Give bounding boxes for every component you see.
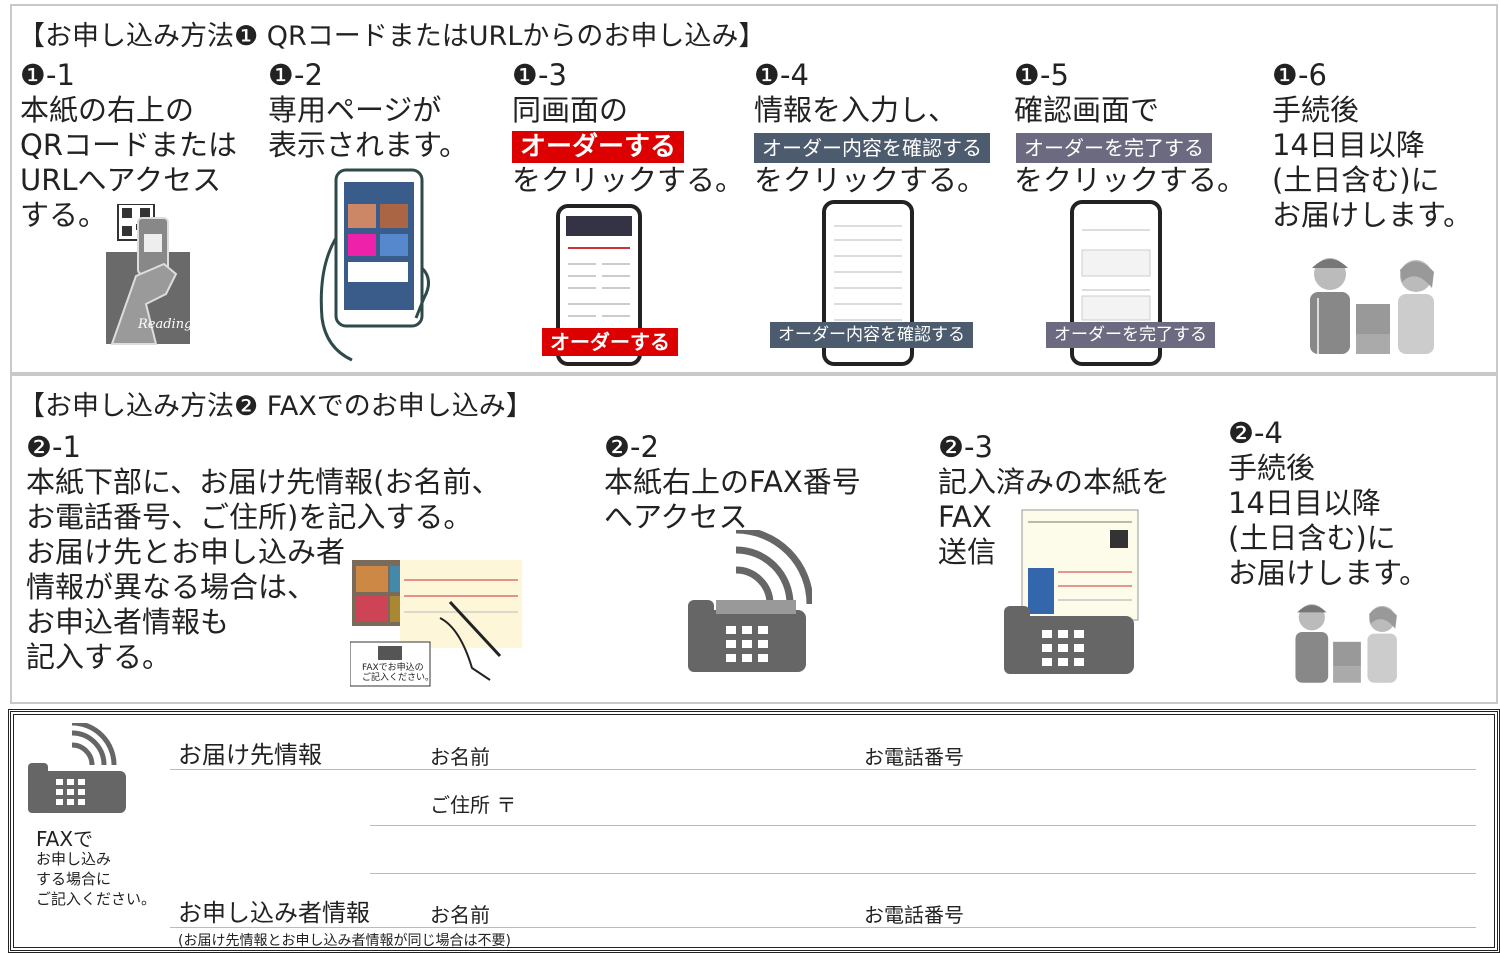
step-1-5: ❶-5 確認画面で オーダーを完了する をクリックする。 [1014, 58, 1247, 197]
address-line-2 [370, 873, 1476, 874]
applicant-phone-label: お電話番号 [864, 903, 964, 927]
applicant-note: (お届け先情報とお申し込み者情報が同じ場合は不要) [178, 933, 511, 949]
fax-thumb-note: FAXでお申込の ご記入ください。 [362, 663, 435, 683]
delivery-address-label: ご住所 〒 [430, 793, 517, 817]
delivery-people-icon [1298, 248, 1448, 358]
fax-machine-icon [676, 530, 812, 674]
form-writing-illustration-icon [350, 558, 526, 688]
svg-text:Reading: Reading [137, 317, 192, 332]
step-2-1: ❷-1 本紙下部に、お届け先情報(お名前、 お電話番号、ご住所)を記入する。 お… [26, 430, 501, 674]
complete-order-screen-button: オーダーを完了する [1046, 322, 1215, 348]
method1-title: 【お申し込み方法❶ QRコードまたはURLからのお申し込み】 [18, 21, 766, 52]
phone-in-hand-icon [312, 168, 437, 363]
step-1-6: ❶-6 手続後 14日目以降 (土日含む)に お届けします。 [1272, 58, 1473, 232]
applicant-line [170, 927, 1476, 928]
phone-order-screen-icon [556, 204, 642, 366]
fax-order-form: FAXで お申し込み する場合に ご記入ください。 お届け先情報 お名前 お電話… [8, 709, 1500, 953]
delivery-people-icon [1282, 596, 1412, 686]
step-1-3: ❶-3 同画面の オーダーする をクリックする。 [512, 58, 745, 197]
delivery-info-label: お届け先情報 [178, 741, 322, 769]
method2-panel: 【お申し込み方法❷ FAXでのお申し込み】 ❷-1 本紙下部に、お届け先情報(お… [10, 374, 1498, 704]
step-number: ❶-1 [20, 58, 75, 92]
qr-scan-illustration-icon: Reading [106, 204, 196, 346]
step-2-2: ❷-2 本紙右上のFAX番号 へアクセス [604, 430, 861, 534]
address-line-1 [370, 825, 1476, 826]
applicant-name-label: お名前 [430, 903, 490, 927]
step-1-1: ❶-1 本紙の右上の QRコードまたは URLへアクセス する。 [20, 58, 237, 232]
order-button-label: オーダーする [512, 131, 685, 163]
delivery-phone-label: お電話番号 [864, 745, 964, 769]
delivery-name-line [170, 769, 1476, 770]
applicant-info-label: お申し込み者情報 [178, 899, 370, 927]
step-1-2: ❶-2 専用ページが 表示されます。 [268, 58, 469, 162]
complete-order-button-label: オーダーを完了する [1016, 133, 1212, 163]
step-1-4: ❶-4 情報を入力し、 オーダー内容を確認する をクリックする。 [754, 58, 990, 198]
fax-machine-icon [26, 723, 130, 815]
step-2-4: ❷-4 手続後 14日目以降 (土日含む)に お届けします。 [1228, 416, 1429, 590]
confirm-order-screen-button: オーダー内容を確認する [770, 322, 973, 348]
method1-panel: 【お申し込み方法❶ QRコードまたはURLからのお申し込み】 ❶-1 本紙の右上… [10, 4, 1498, 374]
method2-title: 【お申し込み方法❷ FAXでのお申し込み】 [18, 391, 533, 422]
order-screen-button: オーダーする [542, 328, 678, 356]
step-2-3: ❷-3 記入済みの本紙を FAX 送信 [938, 430, 1171, 569]
delivery-name-label: お名前 [430, 745, 490, 769]
confirm-order-button-label: オーダー内容を確認する [754, 133, 990, 163]
fax-note: FAXで お申し込み する場合に ご記入ください。 [36, 827, 157, 908]
fax-sending-icon [992, 506, 1142, 676]
